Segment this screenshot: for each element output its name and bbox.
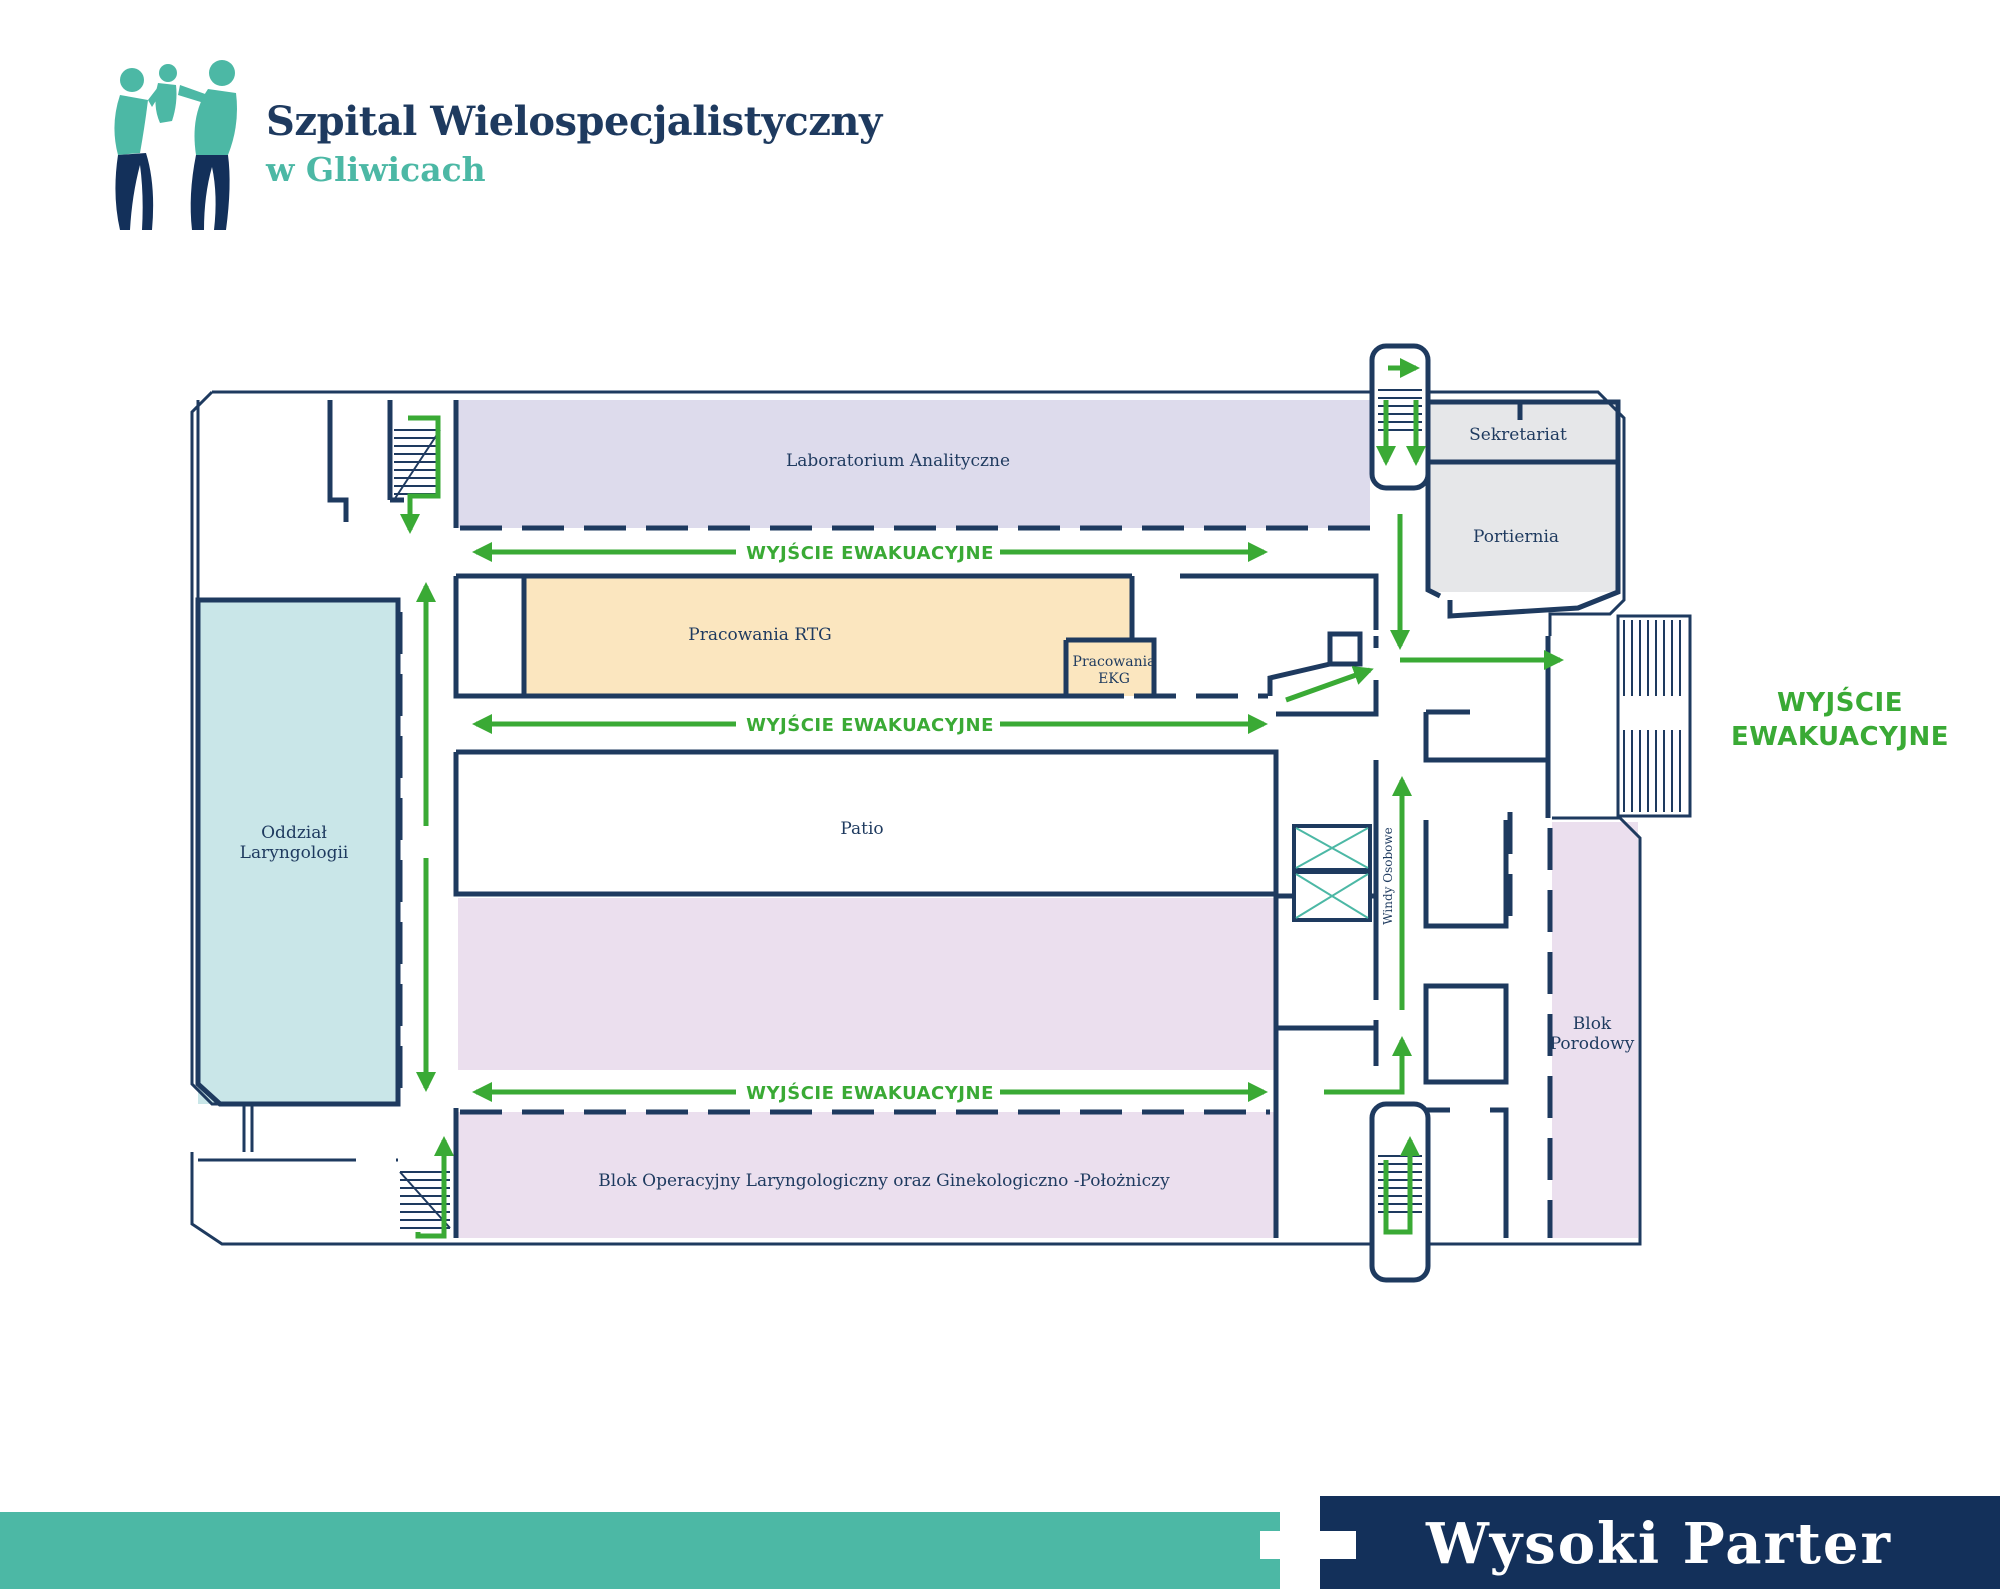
label-ekg-line2: EKG xyxy=(1098,671,1130,687)
rtg-room xyxy=(526,576,1134,696)
label-blok-porodowy-line1: Blok xyxy=(1573,1014,1612,1034)
label-blok-porodowy-line2: Porodowy xyxy=(1550,1034,1635,1054)
label-laboratorium: Laboratorium Analityczne xyxy=(786,451,1010,471)
label-windy: Windy Osobowe xyxy=(1381,827,1395,924)
laryngologia-room xyxy=(198,600,398,1104)
hospital-name: Szpital Wielospecjalistyczny xyxy=(266,98,882,145)
label-patio: Patio xyxy=(840,819,883,839)
floor-title: Wysoki Parter xyxy=(1425,1511,1893,1577)
laboratorium-room xyxy=(458,400,1370,528)
plus-icon-vertical xyxy=(1296,1496,1320,1589)
main-exit-line2: EWAKUACYJNE xyxy=(1730,722,1950,752)
footer-navy-bar xyxy=(1318,1496,2000,1589)
entrance-stairs xyxy=(1616,614,1692,818)
exit-label-middle: WYJŚCIE EWAKUACYJNE xyxy=(746,714,994,736)
footer-teal-bar xyxy=(0,1512,1280,1589)
hospital-logo xyxy=(114,60,237,230)
blok-operacyjny-room xyxy=(458,1112,1274,1238)
elevators xyxy=(1292,824,1372,922)
main-exit-line1: WYJŚCIE xyxy=(1777,688,1903,718)
label-rtg: Pracowania RTG xyxy=(688,625,832,645)
label-ekg-line1: Pracowania xyxy=(1073,654,1156,670)
label-blok-operacyjny: Blok Operacyjny Laryngologiczny oraz Gin… xyxy=(598,1171,1170,1191)
label-sekretariat: Sekretariat xyxy=(1469,425,1567,445)
stair-left-top xyxy=(393,429,441,501)
main-exit-label: WYJŚCIE EWAKUACYJNE xyxy=(1700,686,1980,754)
sekretariat-room xyxy=(1428,402,1618,462)
exit-label-bottom: WYJŚCIE EWAKUACYJNE xyxy=(746,1082,994,1104)
label-oddzial-line1: Oddział xyxy=(261,823,327,843)
ekg-room xyxy=(1066,640,1154,696)
stair-left-bottom xyxy=(399,1171,451,1229)
stair-tower-bottom xyxy=(1369,1101,1431,1283)
unnamed-purple-room xyxy=(458,898,1274,1070)
exit-label-top: WYJŚCIE EWAKUACYJNE xyxy=(746,542,994,564)
blok-porodowy-room xyxy=(1552,822,1638,1238)
label-portiernia: Portiernia xyxy=(1473,527,1559,547)
evacuation-routes xyxy=(400,358,1564,1239)
dashed-walls xyxy=(397,525,1553,1238)
label-oddzial-line2: Laryngologii xyxy=(240,843,349,863)
hospital-city: w Gliwicach xyxy=(266,150,486,189)
